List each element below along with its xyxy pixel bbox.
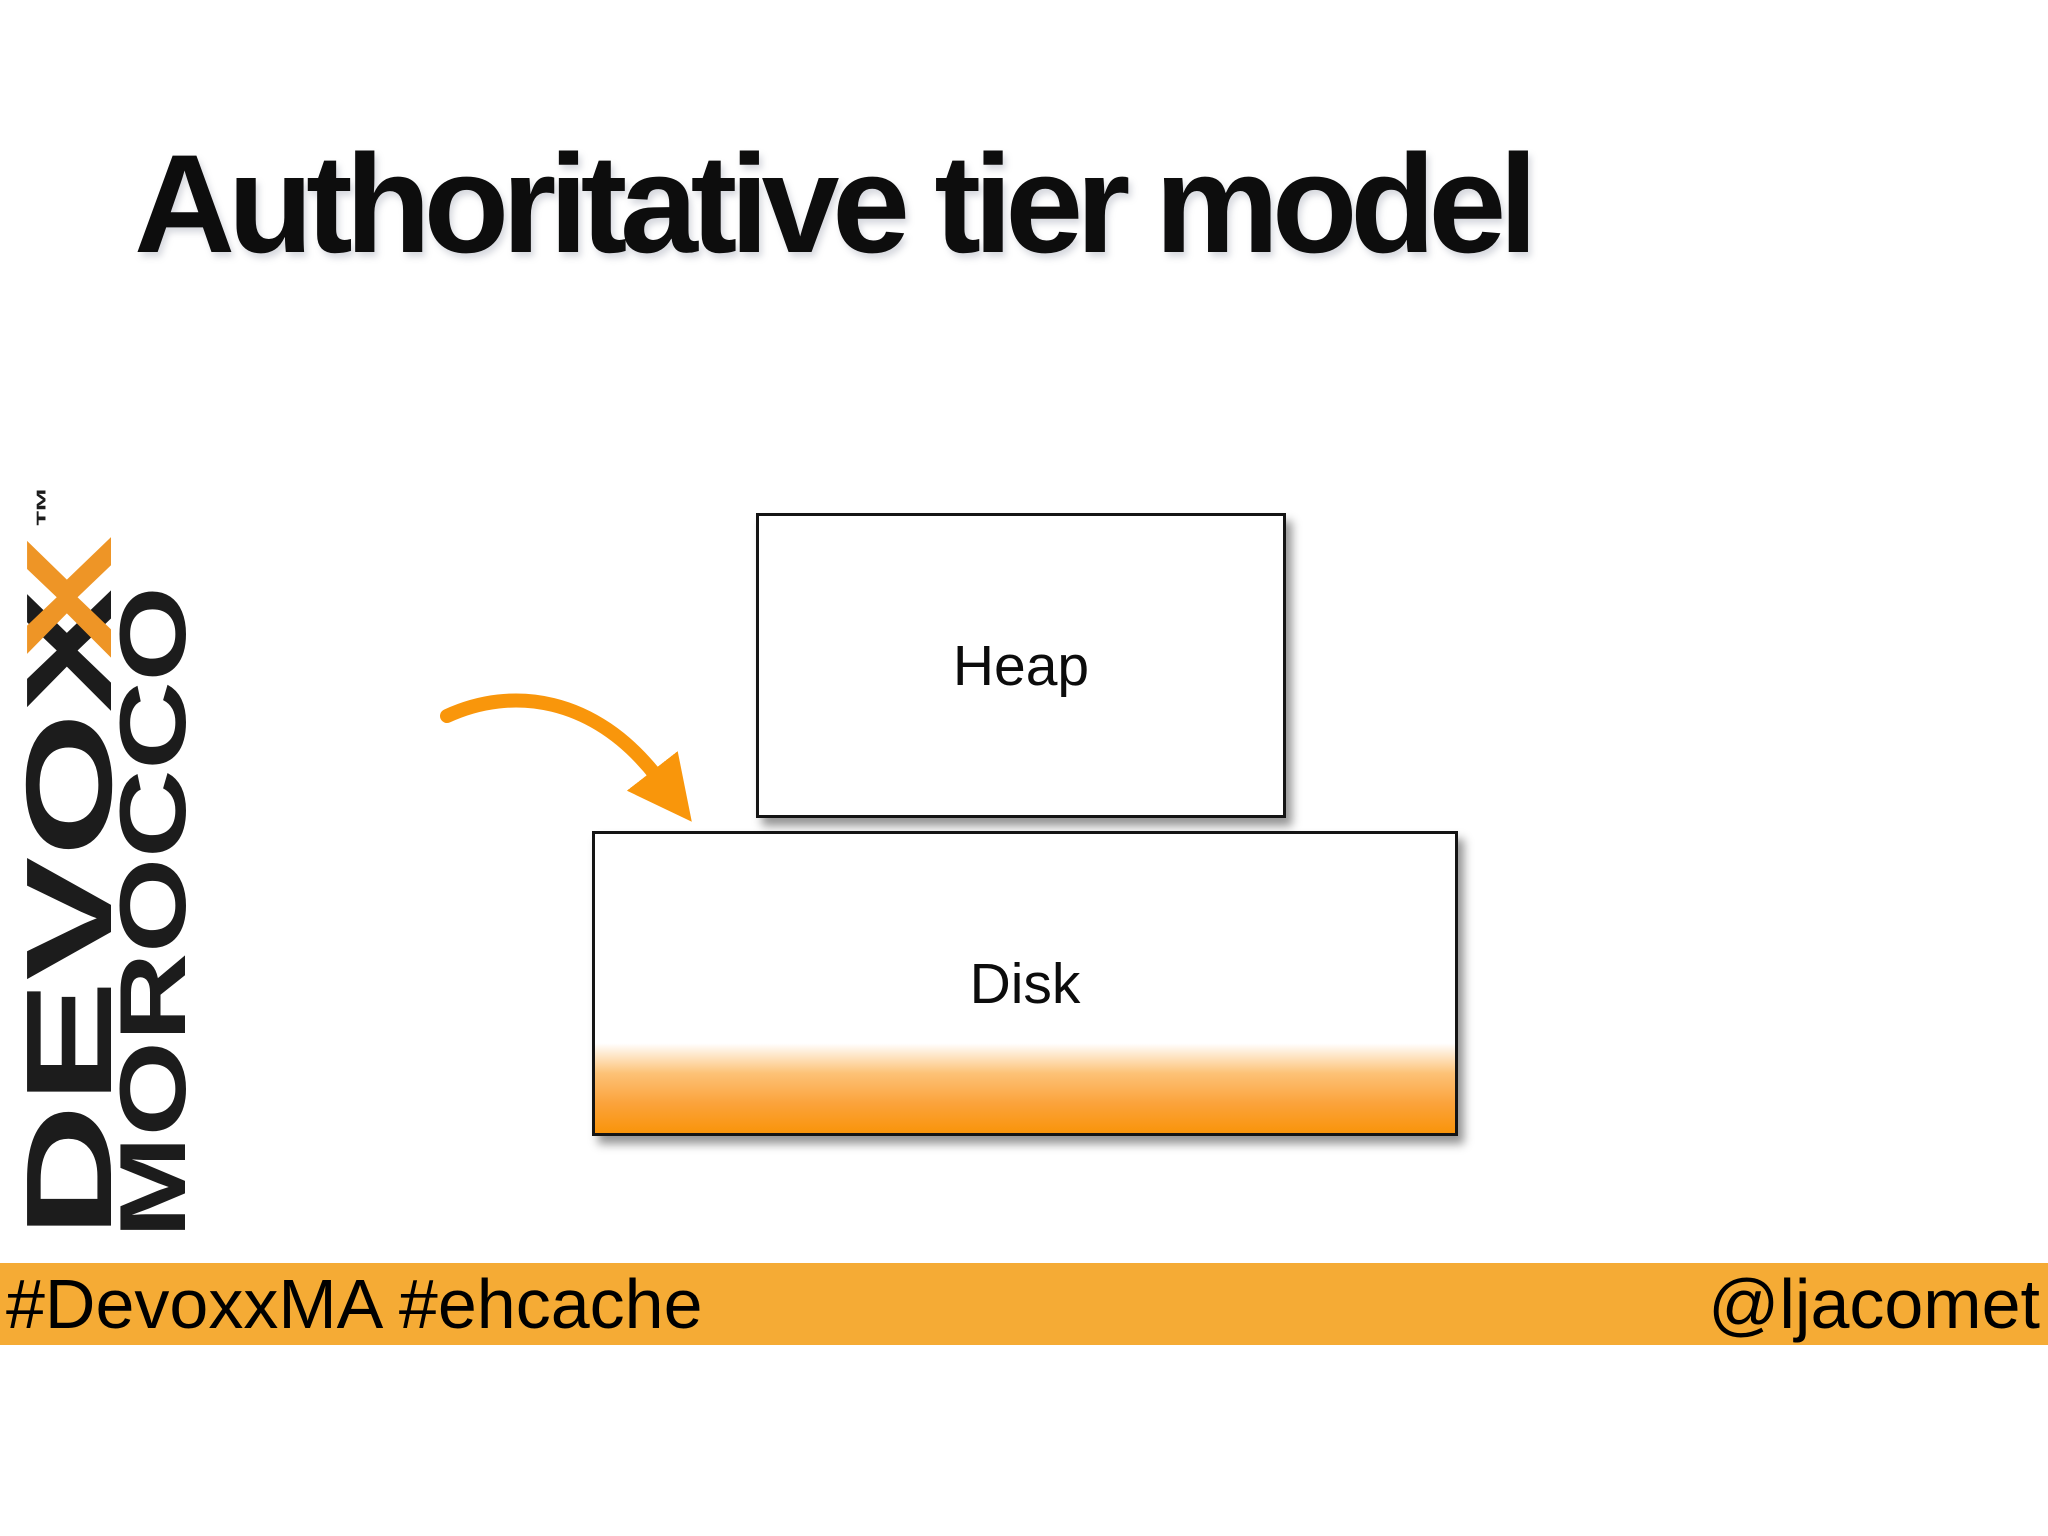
heap-tier-box: Heap: [756, 513, 1286, 818]
disk-tier-box: Disk: [592, 831, 1458, 1136]
footer-bar: #DevoxxMA #ehcache @ljacomet: [0, 1263, 2048, 1345]
footer-hashtags: #DevoxxMA #ehcache: [6, 1265, 703, 1343]
logo-morocco-text: MOROCCO: [100, 586, 205, 1238]
logo-morocco-label: MOROCCO: [100, 586, 205, 1238]
trademark-symbol: ™: [31, 483, 63, 528]
page-title: Authoritative tier model: [134, 125, 1538, 282]
disk-label: Disk: [969, 951, 1081, 1016]
heap-label: Heap: [952, 633, 1090, 698]
footer-twitter-handle: @ljacomet: [1708, 1265, 2040, 1343]
